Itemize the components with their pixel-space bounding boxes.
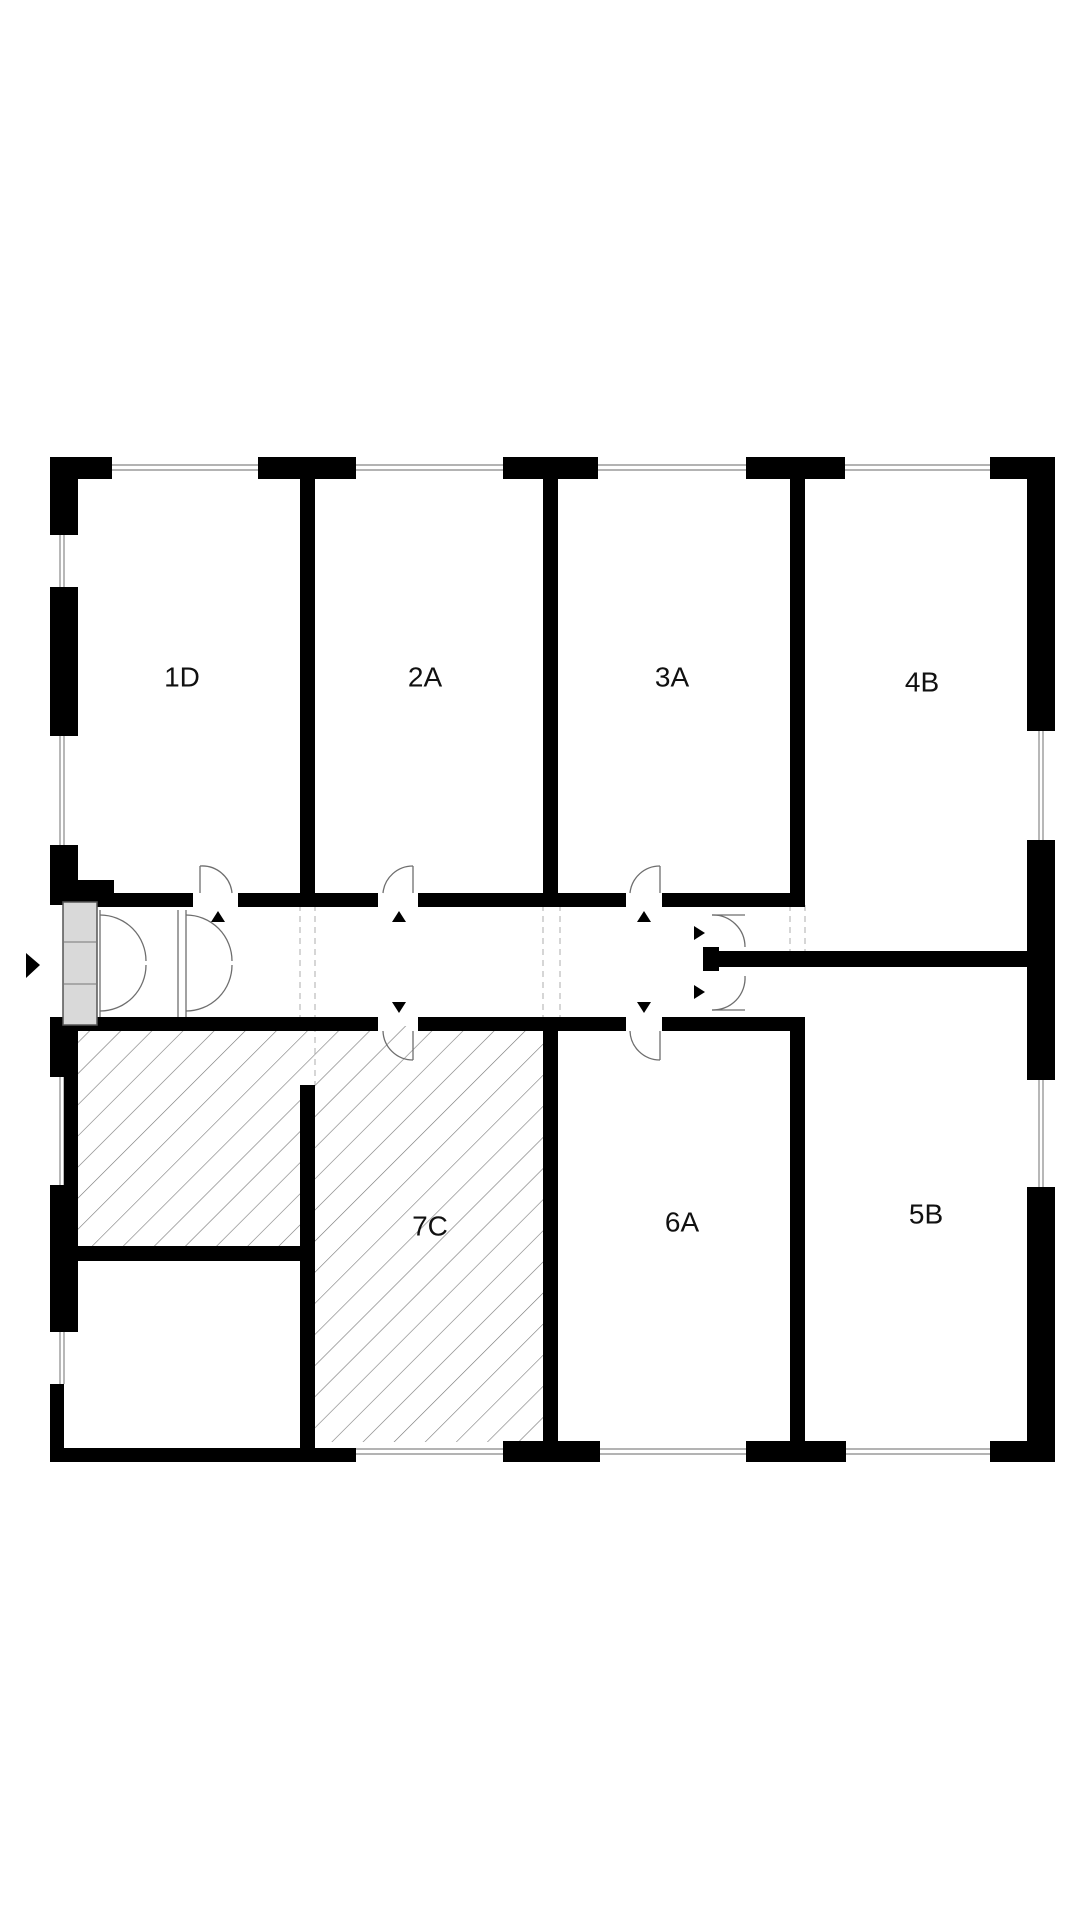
room-label-1d: 1D	[164, 661, 200, 692]
arrow-up-icon	[637, 911, 651, 922]
arrow-up-icon	[211, 911, 225, 922]
room-label-7c: 7C	[412, 1210, 448, 1241]
windows	[59, 464, 1044, 1455]
entrance	[26, 901, 98, 1026]
arrow-right-icon	[694, 926, 705, 940]
room-label-4b: 4B	[905, 666, 939, 697]
entry-arrow-icon	[26, 953, 40, 978]
room-labels: 1D 2A 3A 4B 5B 6A 7C	[164, 661, 943, 1241]
walls	[50, 457, 1055, 1462]
arrow-down-icon	[392, 1002, 406, 1013]
direction-arrows	[211, 911, 705, 1013]
arrow-down-icon	[637, 1002, 651, 1013]
room-label-2a: 2A	[408, 661, 443, 692]
room-label-6a: 6A	[665, 1206, 700, 1237]
room-label-5b: 5B	[909, 1198, 943, 1229]
room-label-3a: 3A	[655, 661, 690, 692]
doors	[99, 865, 746, 1061]
hatched-area	[72, 1026, 543, 1442]
arrow-up-icon	[392, 911, 406, 922]
arrow-right-icon	[694, 985, 705, 999]
